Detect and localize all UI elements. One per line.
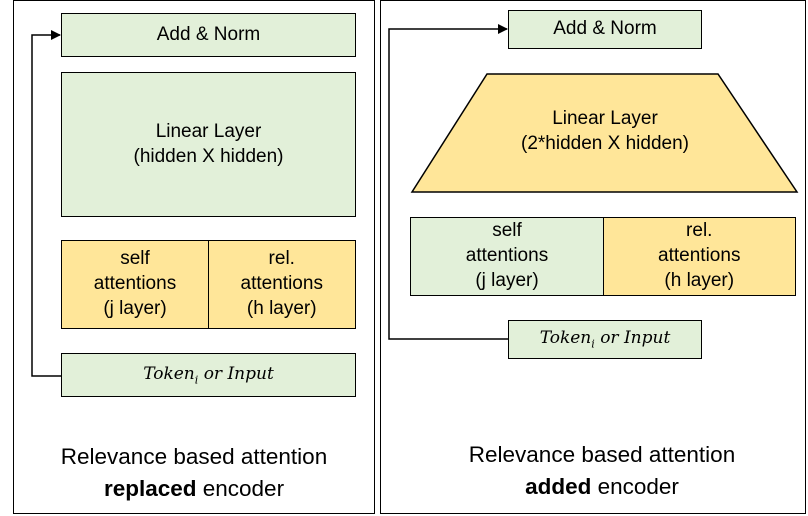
left-add-norm-box: Add & Norm xyxy=(61,13,356,57)
left-token-sub: i xyxy=(194,373,199,387)
left-caption-rest: encoder xyxy=(196,475,285,501)
right-rel-line3: (h layer) xyxy=(664,269,735,291)
right-rel-line1: rel. xyxy=(686,220,713,242)
left-self-line3: (j layer) xyxy=(103,297,167,319)
right-token-sub: i xyxy=(591,337,595,351)
left-token-input-box: Tokeni or Input xyxy=(61,353,356,397)
left-linear-sub: (hidden X hidden) xyxy=(133,145,284,167)
left-linear-title: Linear Layer xyxy=(155,120,262,142)
right-caption-bold: added xyxy=(525,473,592,499)
left-caption: Relevance based attention replaced encod… xyxy=(14,441,374,504)
left-residual-arrow xyxy=(31,30,61,377)
left-self-line2: attentions xyxy=(93,273,177,295)
left-caption-line1: Relevance based attention xyxy=(60,444,328,469)
right-add-norm-label: Add & Norm xyxy=(553,18,657,40)
right-residual-arrow xyxy=(388,24,508,340)
right-caption-rest: encoder xyxy=(591,473,679,499)
right-add-norm-box: Add & Norm xyxy=(508,10,702,49)
right-linear-layer-label: Linear Layer (2*hidden X hidden) xyxy=(450,107,760,156)
left-rel-line1: rel. xyxy=(268,248,295,270)
right-self-line3: (j layer) xyxy=(475,269,539,291)
right-rel-attentions-box: rel. attentions (h layer) xyxy=(602,217,796,296)
right-linear-trapezoid xyxy=(410,73,799,193)
right-caption: Relevance based attention added encoder xyxy=(412,439,792,502)
right-caption-line1: Relevance based attention xyxy=(468,442,736,467)
right-token-main: Token xyxy=(539,328,592,349)
left-self-attentions-box: self attentions (j layer) xyxy=(61,240,209,329)
left-caption-bold: replaced xyxy=(103,475,197,501)
right-self-line2: attentions xyxy=(465,245,549,267)
right-self-line1: self xyxy=(492,220,522,242)
left-token-main: Token xyxy=(143,363,195,384)
left-self-line1: self xyxy=(120,248,150,270)
right-rel-line2: attentions xyxy=(658,245,741,267)
left-rel-attentions-box: rel. attentions (h layer) xyxy=(207,240,356,329)
right-linear-title: Linear Layer xyxy=(552,108,658,129)
left-rel-line3: (h layer) xyxy=(246,297,317,319)
left-add-norm-label: Add & Norm xyxy=(156,23,261,45)
right-token-rest: or Input xyxy=(594,328,671,349)
right-token-input-box: Tokeni or Input xyxy=(508,320,702,359)
right-self-attentions-box: self attentions (j layer) xyxy=(410,217,604,296)
left-linear-layer-box: Linear Layer (hidden X hidden) xyxy=(61,72,356,217)
left-rel-line2: attentions xyxy=(240,273,323,295)
left-token-rest: or Input xyxy=(198,363,274,384)
right-linear-sub: (2*hidden X hidden) xyxy=(521,132,689,154)
